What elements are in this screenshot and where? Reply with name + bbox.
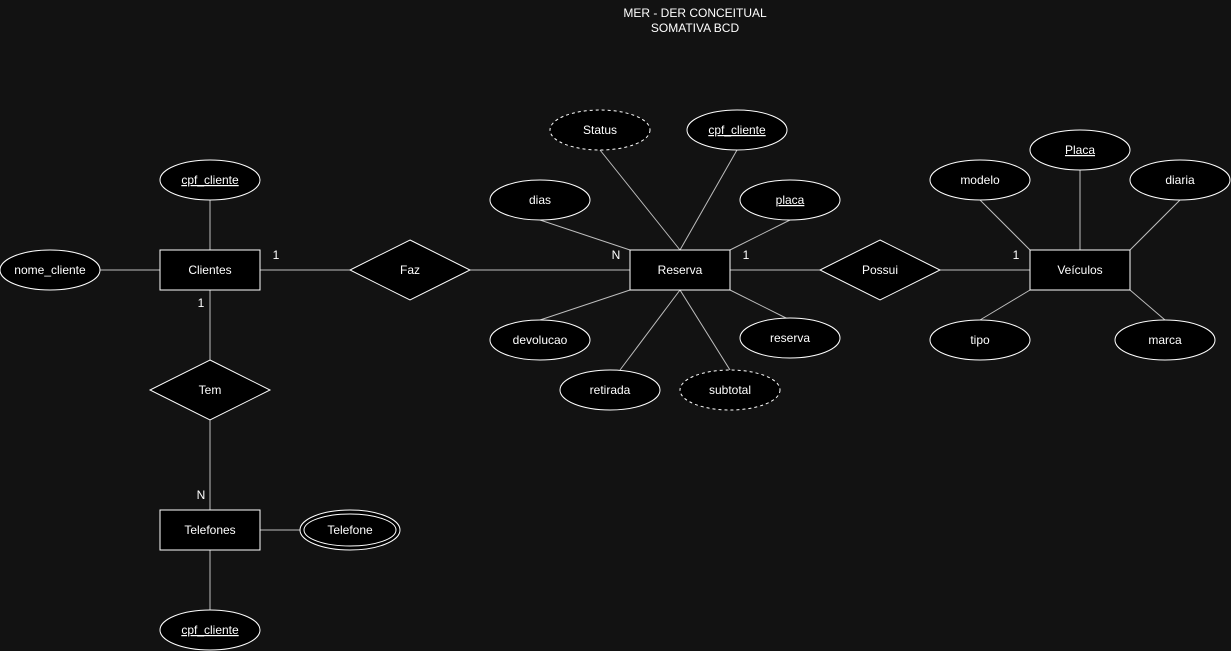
relationship-faz-label: Faz bbox=[400, 263, 420, 277]
connector-reserva-retirada bbox=[619, 289, 681, 371]
attribute-telefones-cpf[interactable]: cpf_cliente bbox=[159, 609, 261, 651]
connector-reserva-reserva bbox=[729, 289, 791, 321]
entity-reserva-label: Reserva bbox=[658, 263, 703, 277]
attribute-reserva-cpf[interactable]: cpf_cliente bbox=[686, 109, 788, 151]
connector-reserva-cpf bbox=[679, 149, 738, 251]
attribute-retirada[interactable]: retirada bbox=[559, 369, 661, 411]
cardinality-clientes-tem: 1 bbox=[198, 296, 205, 310]
attribute-modelo[interactable]: modelo bbox=[929, 159, 1031, 201]
attribute-status[interactable]: Status bbox=[549, 109, 651, 151]
attribute-status-label: Status bbox=[583, 123, 617, 137]
attribute-telefone-label: Telefone bbox=[327, 523, 373, 537]
attribute-nome-cliente-label: nome_cliente bbox=[14, 263, 86, 277]
attribute-subtotal-label: subtotal bbox=[709, 383, 751, 397]
attribute-marca[interactable]: marca bbox=[1114, 319, 1216, 361]
relationship-possui-label: Possui bbox=[862, 263, 898, 277]
entity-veiculos-label: Veículos bbox=[1057, 263, 1102, 277]
cardinality-clientes-faz: 1 bbox=[273, 248, 280, 262]
connector-reserva-devolucao bbox=[539, 289, 631, 321]
attribute-devolucao[interactable]: devolucao bbox=[489, 319, 591, 361]
entity-reserva[interactable]: Reserva bbox=[629, 249, 731, 291]
attribute-dias-label: dias bbox=[529, 193, 551, 207]
connector-veiculos-tipo bbox=[979, 289, 1031, 321]
attribute-devolucao-label: devolucao bbox=[513, 333, 568, 347]
cardinality-tem-telefones: N bbox=[197, 488, 206, 502]
connector-reserva-dias bbox=[539, 219, 631, 251]
cardinality-faz-reserva: N bbox=[612, 248, 621, 262]
attribute-veiculo-placa[interactable]: Placa bbox=[1029, 129, 1131, 171]
attribute-telefones-cpf-label: cpf_cliente bbox=[181, 623, 239, 637]
attribute-clientes-cpf[interactable]: cpf_cliente bbox=[159, 159, 261, 201]
cardinality-reserva-possui: 1 bbox=[743, 248, 750, 262]
connector-veiculos-marca bbox=[1129, 289, 1166, 321]
entity-clientes-label: Clientes bbox=[188, 263, 231, 277]
diagram-title-line2: SOMATIVA BCD bbox=[651, 21, 740, 35]
attribute-subtotal[interactable]: subtotal bbox=[679, 369, 781, 411]
connectors bbox=[100, 149, 1181, 610]
attribute-reserva[interactable]: reserva bbox=[739, 317, 841, 359]
attribute-tipo[interactable]: tipo bbox=[929, 319, 1031, 361]
entity-veiculos[interactable]: Veículos bbox=[1029, 249, 1131, 291]
attribute-nome-cliente[interactable]: nome_cliente bbox=[0, 249, 101, 291]
diagram-title-line1: MER - DER CONCEITUAL bbox=[623, 6, 767, 20]
cardinality-possui-veiculos: 1 bbox=[1013, 248, 1020, 262]
attribute-reserva-placa-label: placa bbox=[776, 193, 805, 207]
attribute-reserva-label: reserva bbox=[770, 331, 810, 345]
connector-reserva-subtotal bbox=[679, 289, 731, 371]
entity-telefones[interactable]: Telefones bbox=[159, 509, 261, 551]
attribute-modelo-label: modelo bbox=[960, 173, 1000, 187]
attribute-veiculo-placa-label: Placa bbox=[1065, 143, 1095, 157]
attribute-clientes-cpf-label: cpf_cliente bbox=[181, 173, 239, 187]
relationship-tem-label: Tem bbox=[199, 383, 222, 397]
connector-veiculos-modelo bbox=[979, 199, 1031, 251]
attribute-retirada-label: retirada bbox=[590, 383, 631, 397]
relationship-tem[interactable]: Tem bbox=[148, 359, 272, 421]
connector-reserva-placa bbox=[729, 219, 791, 251]
connector-reserva-status bbox=[599, 149, 681, 251]
attribute-reserva-cpf-label: cpf_cliente bbox=[708, 123, 766, 137]
attribute-telefone-multivalued[interactable]: Telefone bbox=[299, 509, 401, 551]
entity-clientes[interactable]: Clientes bbox=[159, 249, 261, 291]
relationship-faz[interactable]: Faz bbox=[348, 239, 472, 301]
attribute-diaria-label: diaria bbox=[1165, 173, 1195, 187]
attribute-dias[interactable]: dias bbox=[489, 179, 591, 221]
entity-telefones-label: Telefones bbox=[184, 523, 235, 537]
attribute-tipo-label: tipo bbox=[970, 333, 990, 347]
attribute-diaria[interactable]: diaria bbox=[1129, 159, 1231, 201]
attribute-reserva-placa[interactable]: placa bbox=[739, 179, 841, 221]
attribute-marca-label: marca bbox=[1148, 333, 1182, 347]
relationship-possui[interactable]: Possui bbox=[818, 239, 942, 301]
connector-veiculos-diaria bbox=[1129, 199, 1181, 251]
